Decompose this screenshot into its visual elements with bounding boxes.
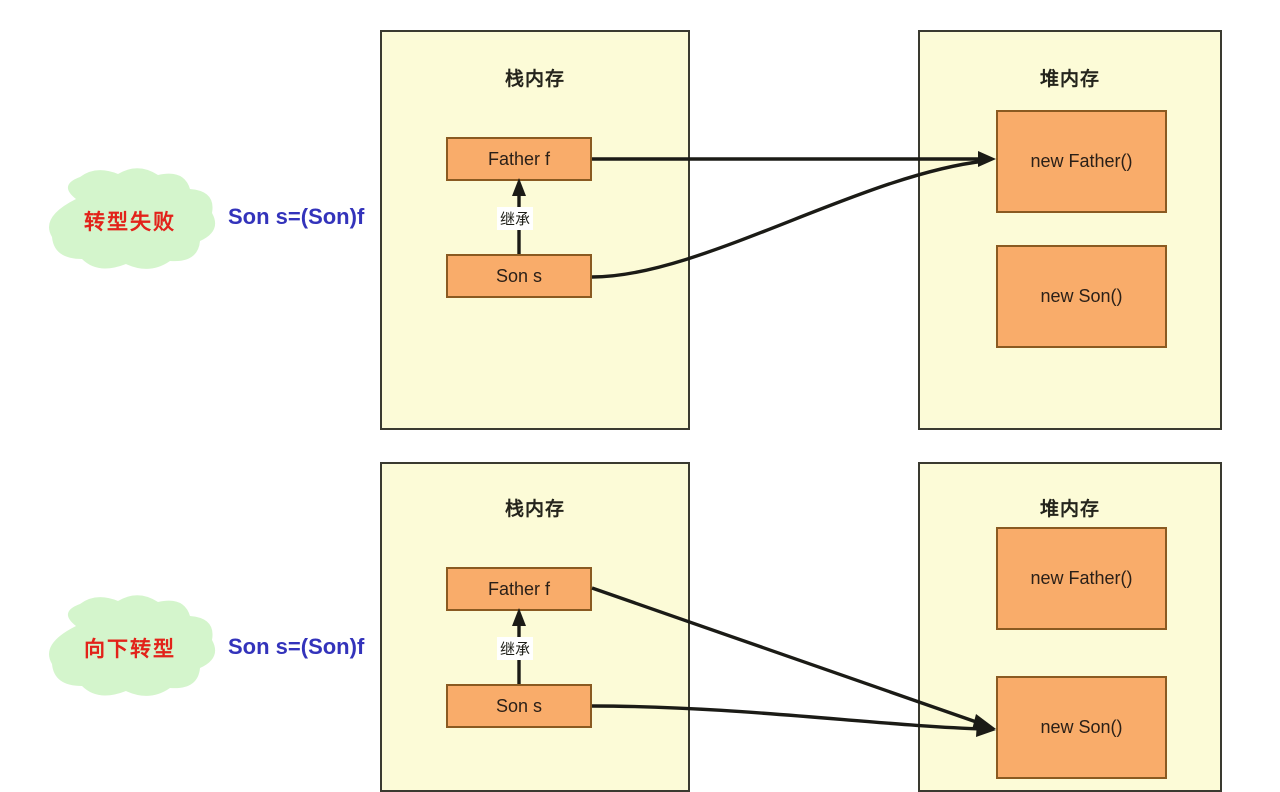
stack-box-son-s-2: Son s (446, 684, 592, 728)
heap-box-new-son-1: new Son() (996, 245, 1167, 348)
code-snippet-cast-failure: Son s=(Son)f (228, 204, 365, 229)
code-snippet-downcast: Son s=(Son)f (228, 634, 365, 659)
inheritance-label-2: 继承 (497, 637, 534, 660)
cloud-shape-icon (49, 595, 216, 696)
heap-memory-panel-1: 堆内存 (918, 30, 1222, 430)
heap-memory-title-1: 堆内存 (1039, 69, 1100, 90)
heap-box-new-son-2: new Son() (996, 676, 1167, 779)
stack-memory-title-2: 栈内存 (504, 499, 565, 520)
stack-memory-panel-1: 栈内存 (380, 30, 690, 430)
cloud-shape-icon (49, 168, 216, 269)
stack-box-father-f-2: Father f (446, 567, 592, 611)
inheritance-label-1: 继承 (497, 207, 534, 230)
stack-memory-panel-2: 栈内存 (380, 462, 690, 792)
cloud-callout-downcast: 向下转型 (40, 592, 220, 704)
heap-box-new-father-2: new Father() (996, 527, 1167, 630)
cloud-label-text: 向下转型 (84, 638, 176, 661)
cloud-callout-cast-failure: 转型失败 (40, 165, 220, 277)
stack-memory-title-1: 栈内存 (504, 69, 565, 90)
stack-box-son-s-1: Son s (446, 254, 592, 298)
heap-memory-title-2: 堆内存 (1039, 499, 1100, 520)
diagram-canvas: 转型失败 Son s=(Son)f 栈内存 Father f Son s 继承 … (40, 30, 1222, 792)
heap-box-new-father-1: new Father() (996, 110, 1167, 213)
stack-box-father-f-1: Father f (446, 137, 592, 181)
cloud-label-text: 转型失败 (84, 211, 176, 234)
